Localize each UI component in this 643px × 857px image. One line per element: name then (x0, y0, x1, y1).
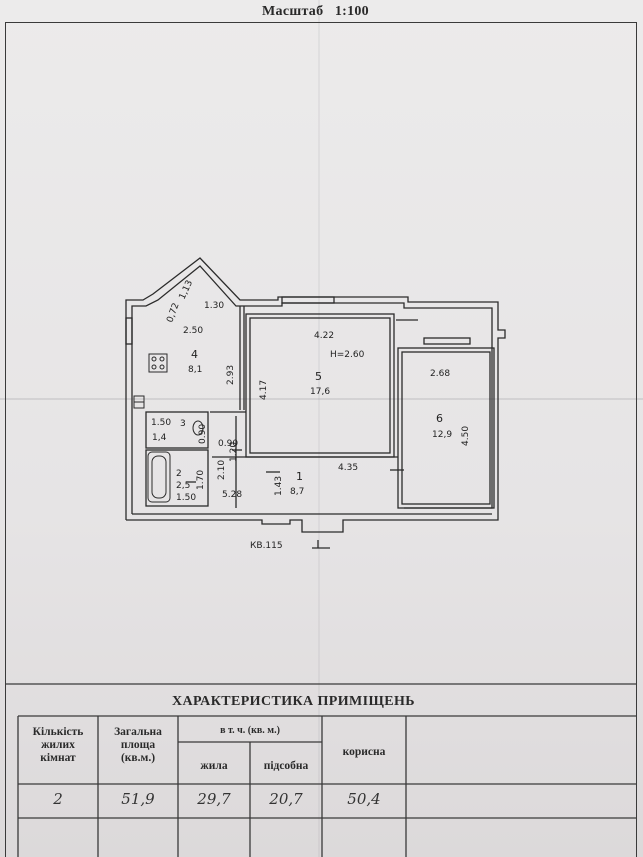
col-total-line1: Загальна (114, 726, 162, 738)
col-total-header: Загальна площа (кв.м.) (102, 726, 174, 765)
room-6-inner (401, 351, 491, 505)
dim-4-17: 4.17 (259, 380, 269, 400)
dim-2-50: 2.50 (183, 326, 203, 336)
col-incl-header: в т. ч. (кв. м.) (220, 725, 280, 736)
room-4-area: 8,1 (188, 365, 202, 375)
scale-value: 1:100 (334, 4, 369, 19)
room-5-area: 17,6 (310, 387, 330, 397)
dim-1-50-bottom: 1.50 (176, 493, 196, 503)
room-2-area: 2,5 (176, 481, 190, 491)
table-title: ХАРАКТЕРИСТИКА ПРИМІЩЕНЬ (172, 694, 415, 709)
bathtub-icon (147, 451, 171, 503)
room-1-area: 8,7 (290, 487, 304, 497)
room-6-number: 6 (436, 412, 443, 425)
dim-0-90: 0.90 (198, 424, 208, 444)
value-total: 51,9 (121, 790, 155, 808)
room-6-walls (397, 347, 495, 509)
room-6-area: 12,9 (432, 430, 452, 440)
toilet-icon (192, 420, 204, 436)
col-rooms-line3: кімнат (40, 752, 76, 764)
inner-outline (131, 265, 493, 514)
room-5-inner (249, 317, 391, 454)
dim-2-68: 2.68 (430, 369, 450, 379)
window-room-6 (423, 337, 471, 345)
plan-labels: 0,72 1,13 1.30 2.50 4 8,1 2.93 4.22 H=2.… (151, 279, 471, 551)
col-total-line3: (кв.м.) (120, 752, 156, 764)
col-aux-header: підсобна (263, 760, 309, 772)
outer-wall (125, 257, 506, 533)
room-3-number: 3 (180, 419, 186, 429)
dim-2-93: 2.93 (226, 365, 236, 385)
drawing-frame (5, 22, 637, 857)
dim-1-30: 1.30 (204, 301, 224, 311)
room-3-area: 1,4 (152, 433, 167, 443)
dim-2-10: 2.10 (217, 460, 227, 480)
scale-label: Масштаб (262, 4, 324, 19)
value-aux: 20,7 (269, 790, 303, 808)
ceiling-height: H=2.60 (330, 350, 365, 360)
room-5-number: 5 (315, 370, 322, 383)
paper-fold-vertical (318, 0, 320, 857)
col-rooms-line2: жилих (41, 739, 75, 751)
scale-caption: Масштаб 1:100 (262, 4, 369, 20)
dim-0-90-b: 0.90 (218, 439, 238, 449)
col-living-header: жила (200, 760, 228, 772)
dim-4-50: 4.50 (461, 426, 471, 446)
col-useful-header: корисна (342, 746, 386, 758)
paper-fold-horizontal (0, 398, 643, 400)
dim-1-50-top: 1.50 (151, 418, 171, 428)
room-3-walls (145, 411, 209, 449)
dim-1-43: 1.43 (274, 476, 284, 496)
dim-1-70: 1.70 (196, 470, 206, 490)
window-room-4 (125, 317, 133, 345)
room-1-number: 1 (296, 470, 303, 483)
sink-icon (133, 395, 145, 409)
dim-4-35: 4.35 (338, 463, 358, 473)
dim-4-22: 4.22 (314, 331, 334, 341)
dim-1-20: 1.20 (229, 442, 239, 462)
col-rooms-header: Кількість жилих кімнат (22, 726, 94, 765)
stove-icon (148, 353, 168, 373)
apartment-label: КВ.115 (250, 541, 283, 551)
col-total-line2: площа (120, 739, 156, 751)
value-living: 29,7 (197, 790, 231, 808)
walls (125, 257, 506, 549)
room-2-number: 2 (176, 469, 182, 479)
room-2-walls (145, 449, 209, 507)
col-rooms-line1: Кількість (32, 726, 84, 738)
value-useful: 50,4 (347, 790, 381, 808)
value-rooms: 2 (53, 790, 63, 808)
room-4-number: 4 (191, 348, 198, 361)
dim-5-28: 5.28 (222, 490, 242, 500)
window-room-5 (281, 296, 335, 304)
